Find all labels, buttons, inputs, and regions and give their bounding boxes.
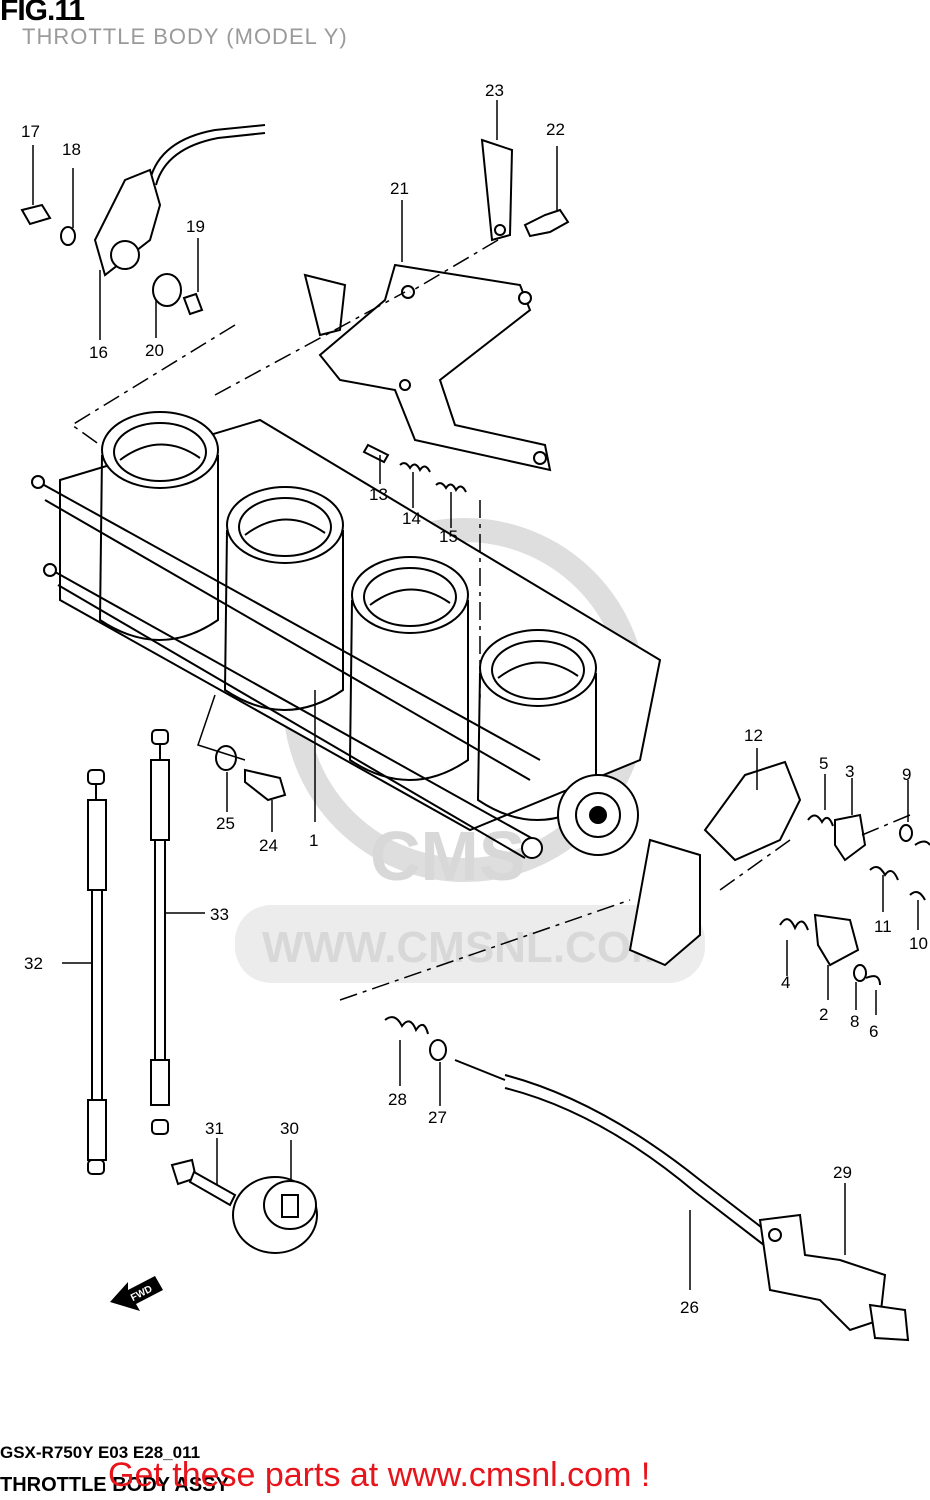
callout-24: 24 xyxy=(259,836,278,855)
leader-lines xyxy=(32,100,919,1290)
callout-9: 9 xyxy=(902,765,911,784)
throttle-cables xyxy=(87,729,170,1175)
callout-22: 22 xyxy=(546,120,565,139)
callout-10: 10 xyxy=(909,934,928,953)
throttle-bore-4 xyxy=(476,629,597,821)
callout-19: 19 xyxy=(186,217,205,236)
callout-3: 3 xyxy=(845,762,854,781)
fwd-arrow-icon: FWD xyxy=(110,1276,163,1311)
callout-28: 28 xyxy=(388,1090,407,1109)
adjust-screw-and-springs xyxy=(362,443,467,493)
callout-11: 11 xyxy=(874,917,892,936)
figure-number: FIG.11 xyxy=(0,0,85,27)
throttle-bore-3 xyxy=(348,556,469,781)
callout-33: 33 xyxy=(210,905,229,924)
throttle-body-assembly xyxy=(31,411,662,859)
callout-8: 8 xyxy=(850,1012,859,1031)
callout-18: 18 xyxy=(62,140,81,159)
callout-16: 16 xyxy=(89,343,108,362)
throttle-bore-1 xyxy=(98,411,219,641)
bolt-and-idle-knob xyxy=(170,1158,318,1254)
mounting-bracket xyxy=(303,263,552,472)
callout-29: 29 xyxy=(833,1163,852,1182)
throttle-pulley xyxy=(557,774,639,856)
callout-27: 27 xyxy=(428,1108,447,1127)
callout-6: 6 xyxy=(869,1022,878,1041)
reference-lines xyxy=(70,239,911,1001)
fuel-rails xyxy=(31,475,543,859)
callout-32: 32 xyxy=(24,954,43,973)
clamp-and-bolt xyxy=(480,138,570,242)
callout-1: 1 xyxy=(309,831,318,850)
callout-20: 20 xyxy=(145,341,164,360)
watermark-brand: CMS xyxy=(370,817,526,895)
callout-26: 26 xyxy=(680,1298,699,1317)
callout-14: 14 xyxy=(402,509,421,528)
callout-5: 5 xyxy=(819,754,828,773)
callout-23: 23 xyxy=(485,81,504,100)
promo-link[interactable]: Get these parts at www.cmsnl.com ! xyxy=(108,1456,651,1494)
callout-21: 21 xyxy=(390,179,409,198)
model-code: GSX-R750Y E03 E28_011 xyxy=(0,1443,201,1462)
throttle-bore-2 xyxy=(223,486,344,711)
throttle-linkage xyxy=(628,760,930,986)
callout-30: 30 xyxy=(280,1119,299,1138)
idle-adjust-cable xyxy=(384,1016,910,1342)
callout-15: 15 xyxy=(439,527,458,546)
assembly-name: THROTTLE BODY ASSY xyxy=(0,1474,229,1496)
callout-17: 17 xyxy=(21,122,40,141)
watermark-url: WWW.CMSNL.COM xyxy=(262,923,668,972)
callout-31: 31 xyxy=(205,1119,224,1138)
throttle-position-sensor xyxy=(20,124,266,316)
callout-2: 2 xyxy=(819,1005,828,1024)
callout-4: 4 xyxy=(781,973,790,992)
callout-25: 25 xyxy=(216,814,235,833)
callout-12: 12 xyxy=(744,726,763,745)
diagram-title: THROTTLE BODY (MODEL Y) xyxy=(22,24,348,49)
callout-numbers: 1 2 3 4 5 6 8 9 10 11 12 13 14 15 16 17 … xyxy=(21,81,928,1317)
callout-13: 13 xyxy=(369,485,388,504)
